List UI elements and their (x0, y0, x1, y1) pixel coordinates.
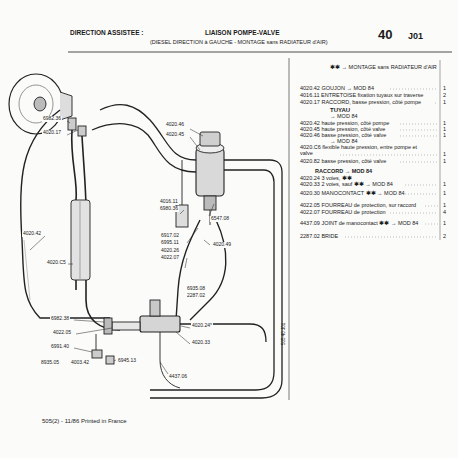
callout-number: 4020.45 (165, 132, 185, 138)
callout-number: 6547.08 (210, 216, 230, 222)
callout-number: 4022.07 (160, 255, 180, 261)
callout-number: 6945.13 (117, 358, 137, 364)
part-line: 4437.09 JOINT de manocontact ✱✱ → MOD 84 (300, 220, 418, 226)
part-line: 4020.17 RACCORD, basse pression, côté po… (300, 99, 421, 105)
quantity: 1 (443, 190, 446, 196)
callout-number: 6917.02 (160, 233, 180, 239)
callout-number: 4020.17 (42, 130, 62, 136)
quantity: 4 (443, 209, 446, 215)
part-line: 2287.02 BRIDE (300, 233, 338, 239)
quantity: 1 (443, 132, 446, 138)
page-number: 40 (378, 28, 392, 42)
callout-number: 6982.38 (50, 316, 70, 322)
quantity: 1 (443, 151, 446, 157)
part-line: 4020.30 MANOCONTACT ✱✱ → MOD 84 (300, 190, 405, 196)
group-heading: TUYAU (330, 107, 350, 114)
quantity: 1 (443, 126, 446, 132)
quantity: 1 (443, 158, 446, 164)
part-line: 4022.05 FOURREAU de protection, sur racc… (300, 202, 416, 208)
part-line: 4020.45 haute pression, côté valve (300, 126, 385, 132)
note: → MOD 84 (330, 113, 358, 119)
part-line: 4020.C6 flexible haute pression, entre p… (300, 144, 430, 156)
callout-number: 4016.11 (159, 199, 179, 205)
callout-number: 6982.36 (42, 116, 62, 122)
part-line: 4020.24 3 voies, ✱✱ (300, 175, 352, 181)
callout-number: 6995.11 (160, 240, 180, 246)
heading: LIAISON POMPE-VALVE (205, 29, 280, 36)
part-line: 4020.33 2 voies, sauf ✱✱ → MOD 84 (300, 181, 393, 187)
side-reference: 505 40 J01 (282, 323, 287, 345)
callout-number: 4003.42 (70, 360, 90, 366)
group-heading: RACCORD → MOD 84 (315, 168, 372, 174)
part-line: 4020.82 basse pression, côté valve (300, 158, 386, 164)
callout-number: 4020.C5 (46, 260, 67, 266)
callout-number: 6980.36 (159, 206, 179, 212)
page-title: DIRECTION ASSISTEE : (70, 29, 143, 36)
quantity: 1 (443, 181, 446, 187)
part-line: 4022.07 FOURREAU de protection (300, 209, 386, 215)
callout-number: 4020.46 (165, 122, 185, 128)
quantity: 1 (443, 220, 446, 226)
callout-number: 4022.05 (52, 330, 72, 336)
note: ✱✱ → MONTAGE sans RADIATEUR d'AIR (330, 64, 437, 70)
quantity: 2 (443, 92, 446, 98)
callout-number: 4437.06 (168, 374, 188, 380)
callout-number: 6935.08 (186, 286, 206, 292)
part-line: 4020.42 GOUJON → MOD 84 (300, 85, 374, 91)
part-line: 4016.11 ENTRETOISE fixation tuyaux sur t… (300, 92, 423, 98)
part-line: 4020.42 haute pression, côté pompe (300, 120, 389, 126)
callout-number: 4020.24* (191, 323, 213, 329)
callout-number: 6991.40 (50, 344, 70, 350)
quantity: 2 (443, 233, 446, 239)
part-line: 4020.46 basse pression, côté valve (300, 132, 386, 138)
callout-number: 4020.26 (160, 248, 180, 254)
quantity: 1 (443, 99, 446, 105)
callout-number: 4020.49 (212, 242, 232, 248)
callout-number: 4020.42 (22, 231, 42, 237)
heading: (DIESEL DIRECTION à GAUCHE - MONTAGE san… (150, 39, 328, 45)
quantity: 1 (443, 120, 446, 126)
quantity: 1 (443, 85, 446, 91)
callout-number: 2287.02 (186, 293, 206, 299)
note: → MOD 84 (330, 138, 358, 144)
print-caption: 505(2) - 11/86 Printed in France (42, 418, 127, 425)
page-number: J01 (408, 32, 423, 42)
quantity: 1 (443, 202, 446, 208)
callout-number: 4020.33 (191, 340, 211, 346)
callout-number: 8935.05 (40, 360, 60, 366)
